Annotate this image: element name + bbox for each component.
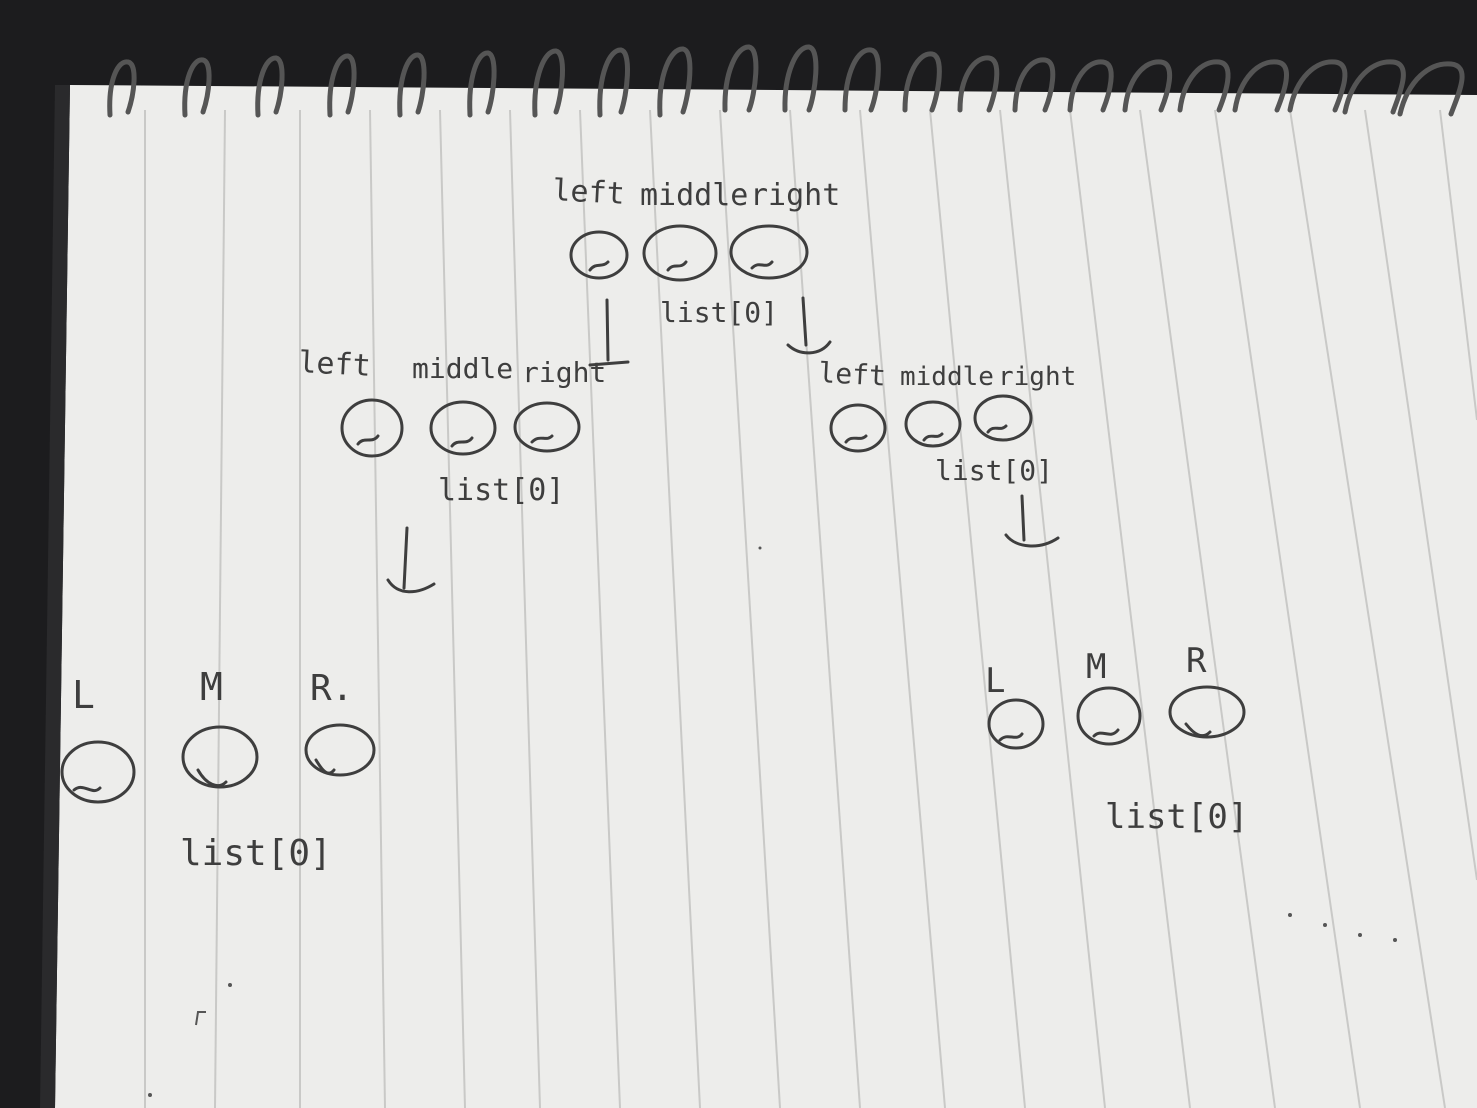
- level2-right-group: left middle right list[0]: [818, 356, 1076, 548]
- top-right-arrow: [786, 296, 832, 355]
- l3-right-r-label: R: [1186, 641, 1207, 681]
- page-edge-shadow: [40, 85, 70, 1108]
- l2-left-right-label: right: [522, 356, 606, 389]
- spiral-binding: [107, 44, 1465, 118]
- l3-left-r-label: R.: [310, 668, 353, 709]
- l3-left-l-label: L: [72, 673, 95, 717]
- l3-left-r-circle: [304, 723, 376, 777]
- l3-right-m-label: M: [1086, 647, 1106, 687]
- l3-right-m-circle: [1076, 686, 1142, 746]
- l2-right-left-label: left: [818, 356, 887, 392]
- top-right-circle: [729, 224, 809, 280]
- l2-left-middle-circle: [429, 400, 497, 456]
- top-left-circle-mark: [588, 260, 610, 272]
- l2-right-middle-label: middle: [900, 362, 994, 392]
- l2-right-down-arrow: [1004, 494, 1060, 548]
- l3-left-l-circle: [60, 740, 136, 804]
- stray-marks: [148, 546, 1397, 1097]
- top-left-label: left: [552, 173, 626, 212]
- top-middle-label: middle: [640, 178, 748, 213]
- top-right-circle-mark: [750, 260, 774, 270]
- l2-right-list-label: list[0]: [935, 454, 1053, 487]
- top-left-arrow: [588, 298, 630, 367]
- l2-left-down-arrow: [386, 526, 436, 594]
- top-right-label: right: [750, 178, 840, 213]
- l2-right-middle-circle: [904, 400, 962, 448]
- l3-right-list-label: list[0]: [1105, 797, 1248, 837]
- l3-left-list-label: list[0]: [180, 833, 332, 874]
- top-node-group: left middle right list[0]: [552, 173, 840, 367]
- notebook-page: [55, 85, 1477, 1108]
- l2-right-right-label: right: [998, 362, 1076, 392]
- l2-left-left-label: left: [298, 345, 372, 384]
- l2-left-left-circle: [340, 398, 404, 458]
- top-middle-circle: [642, 224, 718, 282]
- l3-right-l-label: L: [985, 661, 1005, 701]
- l2-right-left-circle: [829, 403, 887, 453]
- l2-left-list-label: list[0]: [438, 473, 564, 508]
- level3-right-group: L M R list[0]: [985, 641, 1248, 837]
- l3-right-r-circle: [1168, 685, 1246, 739]
- l2-right-right-circle: [973, 394, 1033, 442]
- l2-left-right-circle: [513, 401, 581, 453]
- top-middle-circle-mark: [666, 260, 688, 272]
- level3-left-group: L M R. list[0]: [60, 665, 376, 874]
- rule-lines: [144, 109, 1477, 1108]
- l3-right-l-circle: [987, 698, 1045, 750]
- l3-left-m-label: M: [200, 665, 223, 709]
- level2-left-group: left middle right list[0]: [298, 345, 606, 594]
- top-list-label: list[0]: [660, 296, 778, 329]
- top-left-circle: [569, 230, 629, 280]
- l2-left-middle-label: middle: [412, 352, 513, 385]
- l3-left-m-circle: [181, 725, 259, 789]
